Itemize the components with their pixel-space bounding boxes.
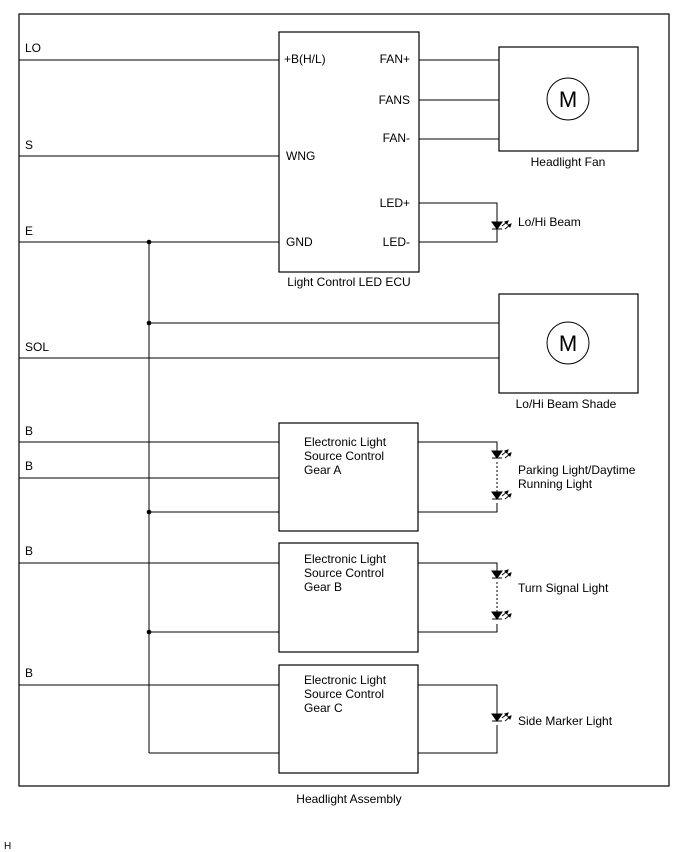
wire-gear-c-out-minus	[418, 725, 498, 754]
shade-motor-icon	[546, 321, 590, 365]
ecu-label: Light Control LED ECU	[287, 275, 410, 289]
input-label-b: B	[25, 544, 33, 558]
side-marker-label: Side Marker Light	[518, 714, 613, 728]
led-icon	[491, 490, 512, 500]
led-icon	[491, 610, 512, 620]
fan-motor-symbol: M	[559, 87, 577, 112]
gear-a-line-2: Source Control	[304, 449, 384, 463]
ecu-pin-fan-plus: FAN+	[380, 52, 410, 66]
lohi-beam-label: Lo/Hi Beam	[518, 215, 581, 229]
fan-motor-icon	[546, 77, 590, 121]
corner-label: H	[4, 841, 11, 852]
wire-gear-a-out-plus	[418, 441, 498, 451]
ecu-pin-gnd: GND	[286, 235, 313, 249]
gear-a-line-1: Electronic Light	[304, 435, 387, 449]
wire-gear-b-out-plus	[418, 562, 498, 571]
ecu-pin-led-plus: LED+	[380, 196, 410, 210]
wire-led-plus	[419, 202, 498, 222]
headlight-fan-box	[498, 46, 639, 152]
wire-led-minus	[419, 228, 498, 243]
gear-a-box	[278, 422, 419, 532]
turn-signal-label: Turn Signal Light	[518, 581, 609, 595]
led-icon	[491, 712, 512, 722]
input-label-sol: SOL	[25, 340, 49, 354]
shade-motor-symbol: M	[559, 331, 577, 356]
gear-b-box	[278, 542, 419, 653]
gear-b-line-2: Source Control	[304, 566, 384, 580]
junction-dot	[146, 239, 152, 245]
gear-b-line-1: Electronic Light	[304, 552, 387, 566]
input-label-b: B	[25, 424, 33, 438]
wire-gear-b-out-minus	[418, 624, 498, 633]
ecu-pin-b-hl: +B(H/L)	[284, 52, 326, 66]
headlight-fan-label: Headlight Fan	[531, 155, 606, 169]
input-label-s: S	[25, 138, 33, 152]
headlight-assembly-frame	[18, 13, 670, 787]
led-icon	[491, 449, 512, 459]
parking-light-label-1: Parking Light/Daytime	[518, 463, 636, 477]
gear-c-line-1: Electronic Light	[304, 673, 387, 687]
gear-c-line-3: Gear C	[304, 701, 343, 715]
ecu-pin-led-minus: LED-	[383, 235, 410, 249]
gear-c-line-2: Source Control	[304, 687, 384, 701]
gear-b-line-3: Gear B	[304, 580, 342, 594]
gear-a-line-3: Gear A	[304, 463, 341, 477]
wire-gear-c-out-plus	[418, 684, 498, 714]
led-icon	[491, 569, 512, 579]
lohi-beam-shade-label: Lo/Hi Beam Shade	[516, 397, 617, 411]
input-label-lo: LO	[25, 41, 41, 55]
parking-light-label-2: Running Light	[518, 477, 593, 491]
gear-c-box	[278, 664, 419, 774]
ecu-pin-fans: FANS	[379, 93, 410, 107]
input-label-b: B	[25, 666, 33, 680]
input-label-b: B	[25, 459, 33, 473]
ecu-pin-fan-minus: FAN-	[383, 131, 410, 145]
input-label-e: E	[25, 224, 33, 238]
wire-gear-a-out-minus	[418, 503, 498, 513]
light-control-led-ecu	[278, 31, 420, 273]
assembly-label: Headlight Assembly	[296, 792, 401, 806]
led-icon	[491, 220, 512, 230]
lohi-beam-shade-box	[498, 293, 639, 394]
ecu-pin-wng: WNG	[286, 149, 315, 163]
